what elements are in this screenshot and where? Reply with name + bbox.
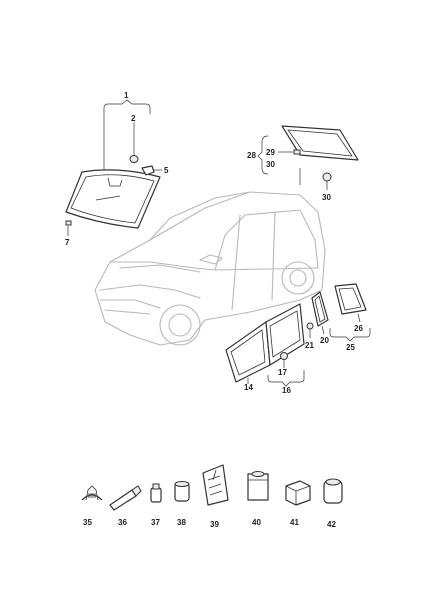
part-36-tube — [109, 485, 142, 511]
callout-41: 41 — [290, 518, 299, 527]
bracket-28 — [257, 135, 269, 175]
part-38-can — [174, 481, 190, 502]
bracket-16 — [267, 370, 305, 387]
callout-14: 14 — [244, 383, 253, 392]
clip-part-21 — [306, 322, 314, 330]
stop-part-30 — [322, 172, 332, 182]
clip-part-17 — [280, 352, 288, 360]
callout-38: 38 — [177, 518, 186, 527]
windscreen-glass — [65, 169, 161, 229]
callout-40: 40 — [252, 518, 261, 527]
part-41-box — [285, 480, 311, 506]
callout-42: 42 — [327, 520, 336, 529]
callout-29: 29 — [266, 148, 275, 157]
sensor-pad-part — [129, 155, 139, 163]
mirror-mount-part — [141, 165, 155, 176]
clip-part-29 — [293, 149, 301, 155]
part-35 — [81, 485, 103, 501]
bracket-1 — [103, 99, 151, 114]
callout-30a: 30 — [266, 160, 275, 169]
callout-5: 5 — [164, 166, 169, 175]
callout-26: 26 — [354, 324, 363, 333]
clip-part-7 — [65, 220, 72, 226]
front-door-glass-14 — [225, 321, 271, 383]
callout-30b: 30 — [322, 193, 331, 202]
part-40-box — [247, 471, 269, 501]
callout-39: 39 — [210, 520, 219, 529]
callout-20: 20 — [320, 336, 329, 345]
vehicle-outline — [94, 191, 326, 346]
rear-door-glass — [265, 303, 305, 366]
callout-35: 35 — [83, 518, 92, 527]
callout-2: 2 — [131, 114, 136, 123]
callout-16: 16 — [282, 386, 291, 395]
callout-37: 37 — [151, 518, 160, 527]
callout-7: 7 — [65, 238, 70, 247]
part-37-bottle — [150, 483, 162, 503]
callout-25: 25 — [346, 343, 355, 352]
bracket-25 — [329, 328, 371, 342]
rear-window-glass — [281, 125, 359, 161]
callout-1: 1 — [124, 91, 129, 100]
callout-17: 17 — [278, 368, 287, 377]
part-39-kit — [202, 464, 229, 506]
callout-36: 36 — [118, 518, 127, 527]
door-window-glass-20 — [311, 291, 329, 327]
callout-28: 28 — [247, 151, 256, 160]
callout-21: 21 — [305, 341, 314, 350]
part-42-cartridge — [323, 478, 343, 504]
quarter-window-glass — [334, 283, 367, 315]
